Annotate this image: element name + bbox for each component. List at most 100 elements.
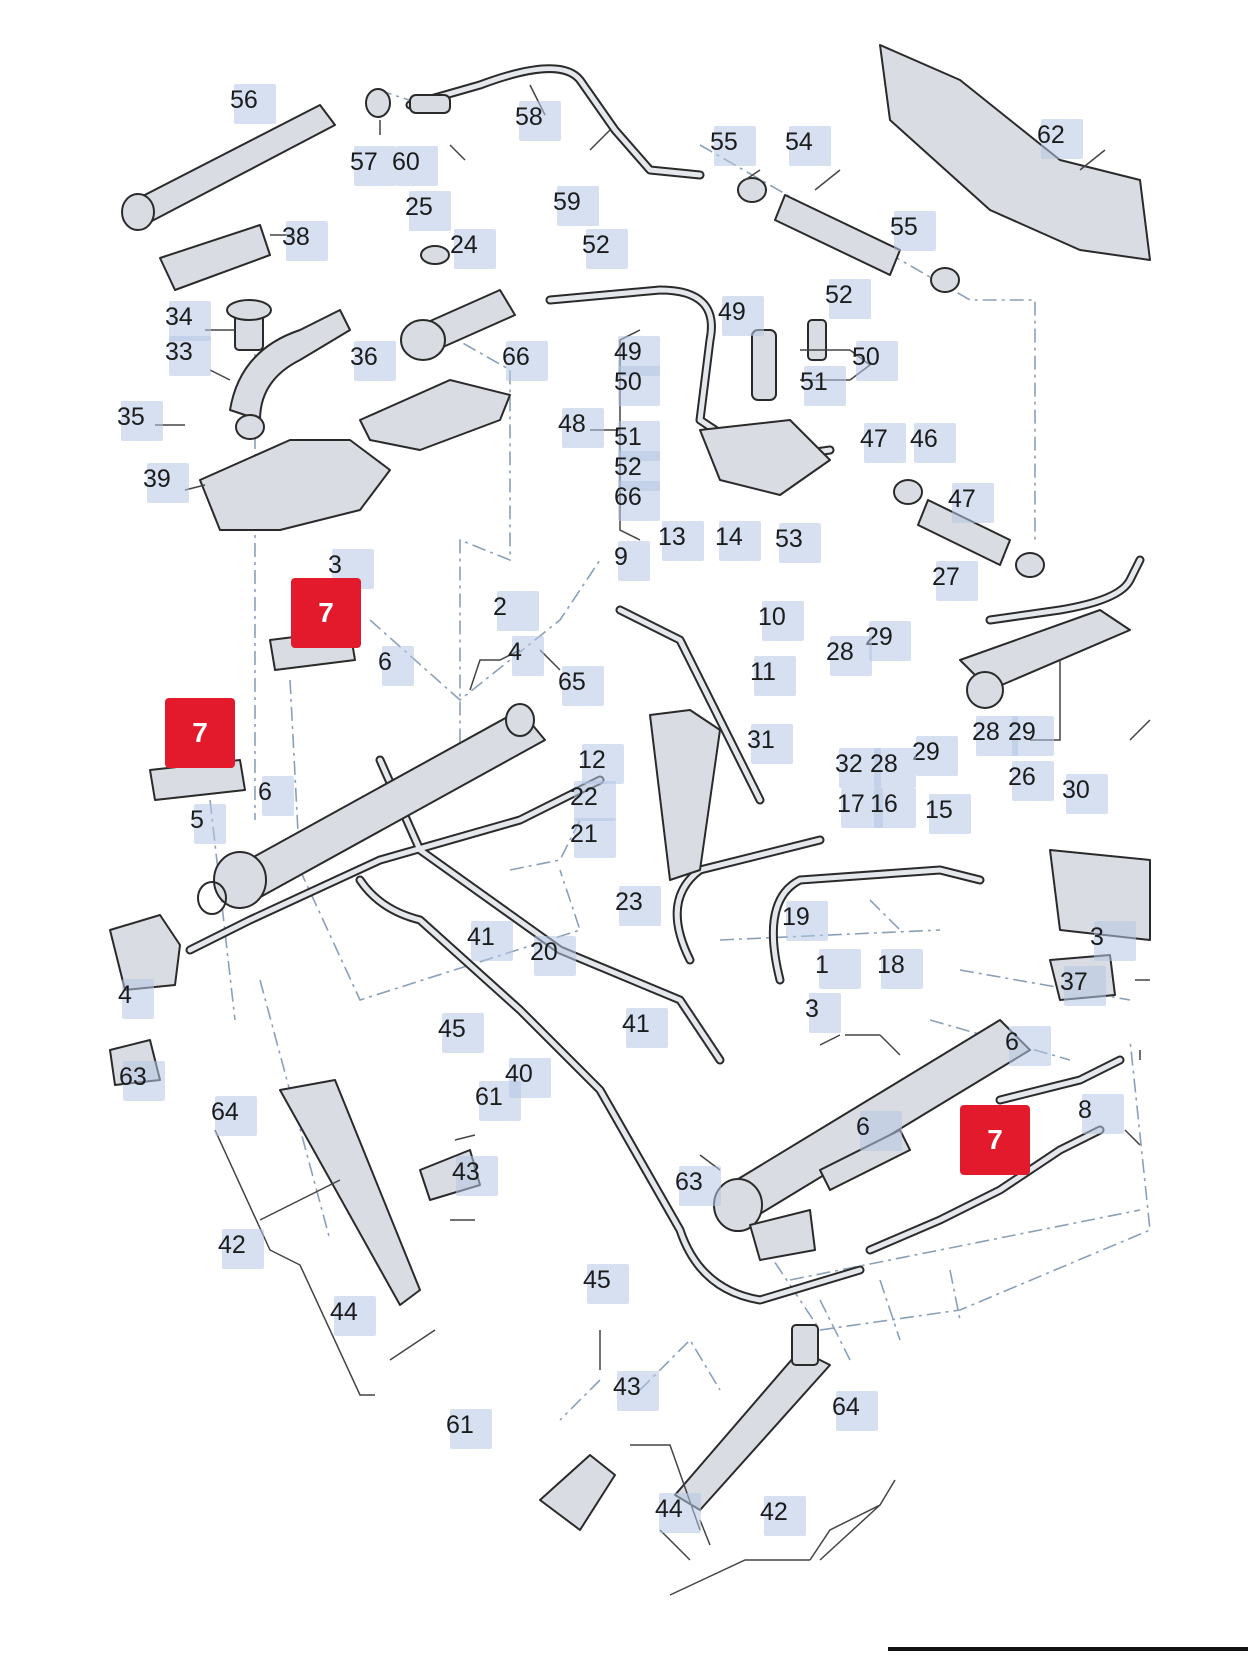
callout-label: 22 (570, 783, 598, 811)
leader-lines (155, 84, 1151, 1596)
callout-label: 43 (613, 1373, 641, 1401)
callout-label: 36 (350, 343, 378, 371)
callout-label: 54 (785, 128, 813, 156)
callout-label: 49 (614, 338, 642, 366)
callout-box (562, 408, 604, 448)
callout-box (1012, 716, 1054, 756)
callout-label: 6 (378, 648, 392, 676)
callout-label: 41 (622, 1010, 650, 1038)
callout-box (286, 221, 328, 261)
callout-box (762, 601, 804, 641)
callout-box (1064, 966, 1106, 1006)
callout-label: 56 (230, 86, 258, 114)
callout-label: 50 (852, 343, 880, 371)
callout-box (557, 186, 599, 226)
callout-box (1009, 1026, 1051, 1066)
callout-box (147, 463, 189, 503)
callout-label: 50 (614, 368, 642, 396)
callout-box (874, 748, 916, 788)
callout-box (626, 1008, 668, 1048)
callout-box (804, 366, 846, 406)
callout-box (123, 1061, 165, 1101)
callout-label: 52 (825, 281, 853, 309)
callout-box (396, 146, 438, 186)
callout-box (582, 744, 624, 784)
callout-box (662, 521, 704, 561)
callout-box (1012, 761, 1054, 801)
callout-label: 27 (932, 563, 960, 591)
callout-box (262, 776, 294, 816)
callout-box (442, 1013, 484, 1053)
callout-label: 6 (856, 1113, 870, 1141)
callout-box (976, 716, 1018, 756)
callout-label: 29 (912, 738, 940, 766)
callout-label: 47 (948, 485, 976, 513)
callout-box (809, 993, 841, 1033)
callout-box (354, 341, 396, 381)
callout-label: 28 (870, 750, 898, 778)
callout-box (894, 211, 936, 251)
callout-box (751, 724, 793, 764)
callout-box (929, 794, 971, 834)
callout-box (856, 341, 898, 381)
highlighted-part-badge: 7 (960, 1105, 1030, 1175)
callout-box (714, 126, 756, 166)
callout-box (471, 921, 513, 961)
callout-label: 58 (515, 103, 543, 131)
callout-box (754, 656, 796, 696)
callout-label: 33 (165, 338, 193, 366)
callout-label: 21 (570, 820, 598, 848)
callout-label: 25 (405, 193, 433, 221)
callout-box (1041, 119, 1083, 159)
callout-box (534, 936, 576, 976)
callout-label: 35 (117, 403, 145, 431)
callout-label: 42 (760, 1498, 788, 1526)
callout-box (860, 1111, 902, 1151)
callout-label: 66 (614, 483, 642, 511)
callout-label: 63 (119, 1063, 147, 1091)
callout-label: 28 (972, 718, 1000, 746)
callout-label: 60 (392, 148, 420, 176)
callout-box (497, 591, 539, 631)
callout-label: 4 (508, 638, 522, 666)
callout-box (334, 1296, 376, 1336)
callout-label: 10 (758, 603, 786, 631)
callout-label: 20 (530, 938, 558, 966)
centerlines (209, 89, 1151, 1421)
fuel-lines-highlight (187, 66, 1143, 1303)
callout-box (409, 191, 451, 231)
callout-label: 26 (1008, 763, 1036, 791)
callout-label: 11 (750, 658, 776, 686)
callout-label: 41 (467, 923, 495, 951)
callout-box (222, 1229, 264, 1269)
callout-label: 38 (282, 223, 310, 251)
callout-label: 19 (782, 903, 810, 931)
callout-box (829, 279, 871, 319)
callout-label: 55 (890, 213, 918, 241)
callout-box (122, 979, 154, 1019)
callout-label: 32 (835, 750, 863, 778)
callout-box (354, 146, 396, 186)
callout-box (506, 341, 548, 381)
callout-box (936, 561, 978, 601)
callout-label: 42 (218, 1231, 246, 1259)
callout-label: 34 (165, 303, 193, 331)
callout-box (454, 229, 496, 269)
callout-label: 24 (450, 231, 478, 259)
callout-box (618, 541, 650, 581)
callout-box (169, 301, 211, 341)
callout-label: 45 (438, 1015, 466, 1043)
callout-box (512, 636, 544, 676)
callout-box (574, 818, 616, 858)
callout-label: 13 (658, 523, 686, 551)
callout-box (914, 423, 956, 463)
callout-box (450, 1409, 492, 1449)
callout-box (1094, 921, 1136, 961)
callout-label: 51 (614, 423, 642, 451)
callout-label: 3 (1090, 923, 1104, 951)
callout-label: 6 (258, 778, 272, 806)
highlighted-part-badge: 7 (165, 698, 235, 768)
callout-label: 17 (837, 790, 865, 818)
callout-box (836, 1391, 878, 1431)
